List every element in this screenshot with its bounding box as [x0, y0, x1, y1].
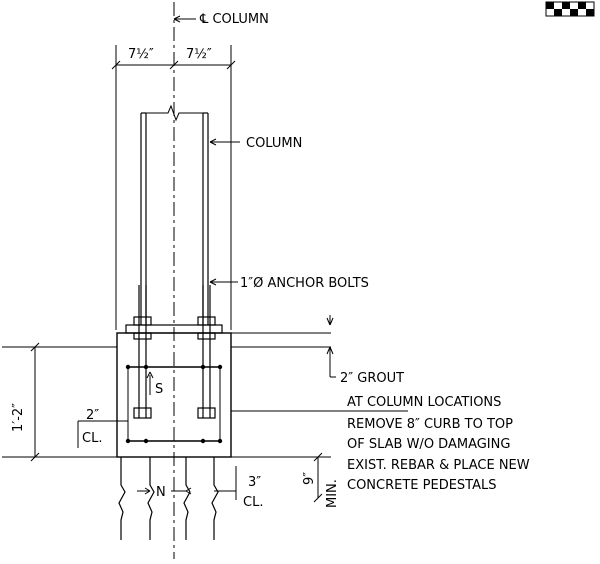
min-depth-dimension — [313, 452, 323, 503]
anchor-bolt-left — [133, 285, 152, 419]
column-leader-arrow — [209, 138, 217, 146]
column-label: COLUMN — [246, 136, 302, 151]
grout-label: 2″ GROUT — [340, 371, 404, 386]
column-outline — [140, 104, 209, 325]
s-leader — [146, 371, 154, 395]
s-label: S — [155, 382, 163, 397]
note-line-2: REMOVE 8″ CURB TO TOP — [347, 417, 513, 432]
min-depth-unit: MIN. — [325, 479, 340, 508]
note-line-5: CONCRETE PEDESTALS — [347, 478, 497, 493]
n-dimension — [137, 487, 192, 495]
pedestal-note: AT COLUMN LOCATIONS REMOVE 8″ CURB TO TO… — [347, 395, 530, 493]
concrete-pedestal — [116, 332, 232, 458]
left-clear-unit: CL. — [82, 431, 102, 446]
pile-left — [118, 457, 155, 540]
right-clear-value: 3″ — [248, 475, 261, 490]
left-clear-dimension — [77, 420, 128, 448]
note-line-1: AT COLUMN LOCATIONS — [347, 395, 501, 410]
anchor-bolts-label: 1″Ø ANCHOR BOLTS — [240, 276, 369, 291]
right-clear-unit: CL. — [243, 495, 263, 510]
left-half-width-label: 7½″ — [128, 47, 154, 62]
checker-mark — [545, 1, 595, 17]
centerline-leader-arrow — [173, 15, 181, 23]
min-depth-value: 9″ — [302, 472, 317, 485]
right-clear-dimension — [214, 466, 237, 500]
anchor-bolt-right — [197, 285, 216, 419]
pile-right — [183, 457, 219, 540]
rebar-dots — [125, 364, 223, 444]
note-line-3: OF SLAB W/O DAMAGING — [347, 437, 510, 452]
n-label: N — [156, 485, 166, 500]
grout-dimension — [231, 315, 336, 378]
anchor-bolt-leader-arrow — [209, 278, 217, 286]
note-line-4: EXIST. REBAR & PLACE NEW — [347, 458, 530, 473]
pedestal-height-label: 1′-2″ — [11, 403, 26, 432]
column-centerline-label: ℄ COLUMN — [199, 12, 269, 27]
left-clear-value: 2″ — [86, 408, 99, 423]
right-half-width-label: 7½″ — [186, 47, 212, 62]
